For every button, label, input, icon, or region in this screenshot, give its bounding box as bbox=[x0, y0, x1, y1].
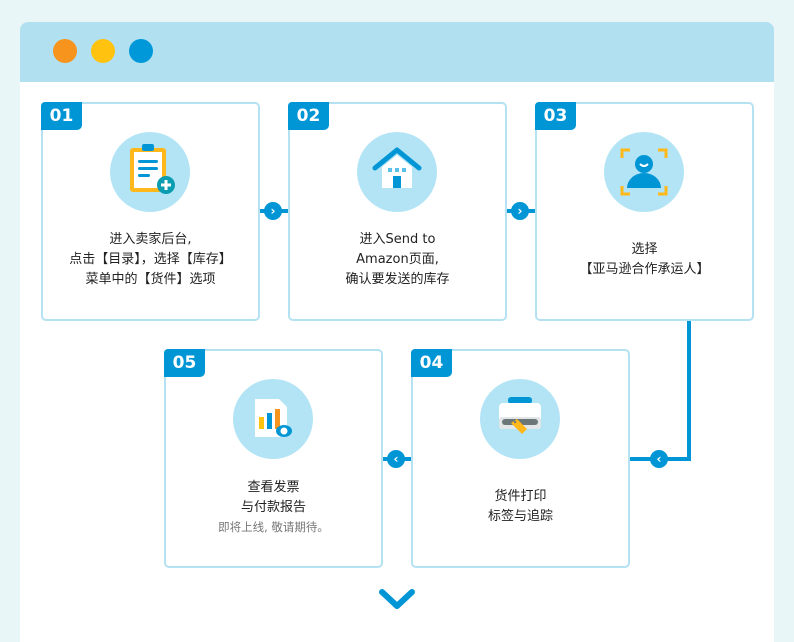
clipboard-add-icon bbox=[110, 132, 190, 212]
window-dot-blue[interactable] bbox=[129, 39, 153, 63]
step-text-line: 标签与追踪 bbox=[487, 509, 553, 524]
step-text-line: 货件打印 bbox=[494, 489, 547, 504]
step-badge: 05 bbox=[164, 349, 205, 377]
step-description: 进入卖家后台, 点击【目录】，选择【库存】 菜单中的【货件】选项 bbox=[43, 218, 258, 302]
step-text-line: 与付款报告 bbox=[240, 500, 306, 515]
step-badge: 02 bbox=[288, 102, 329, 130]
step-text-line: 菜单中的【货件】选项 bbox=[85, 272, 216, 287]
step-badge: 04 bbox=[411, 349, 452, 377]
step-text-line: 选择 bbox=[631, 242, 658, 257]
step-badge: 03 bbox=[535, 102, 576, 130]
step-text-line: 进入卖家后台, bbox=[109, 232, 192, 247]
user-scan-icon bbox=[604, 132, 684, 212]
step-description: 查看发票 与付款报告 即将上线, 敬请期待。 bbox=[166, 465, 381, 549]
step-card-02: 02 进入Send to Amazon页面, 确认要发送的库存 bbox=[288, 102, 507, 321]
chevron-left-icon: ‹ bbox=[650, 450, 668, 468]
step-text-line: 确认要发送的库存 bbox=[345, 272, 450, 287]
chevron-left-icon: ‹ bbox=[387, 450, 405, 468]
step-text-line: 进入Send to bbox=[359, 232, 436, 247]
window-dot-yellow[interactable] bbox=[91, 39, 115, 63]
step-text-line: 查看发票 bbox=[247, 480, 300, 495]
step-card-03: 03 选择 【亚马逊合作承运人】 bbox=[535, 102, 754, 321]
step-description: 进入Send to Amazon页面, 确认要发送的库存 bbox=[290, 218, 505, 302]
title-bar bbox=[20, 22, 774, 82]
step-text-line: 【亚马逊合作承运人】 bbox=[579, 262, 710, 277]
step-description: 选择 【亚马逊合作承运人】 bbox=[537, 218, 752, 302]
coming-soon-note: 即将上线, 敬请期待。 bbox=[218, 520, 329, 534]
step-description: 货件打印 标签与追踪 bbox=[413, 465, 628, 549]
chevron-right-icon: › bbox=[511, 202, 529, 220]
chevron-right-icon: › bbox=[264, 202, 282, 220]
step-card-05: 05 查看发票 与付款报告 即将上线, 敬请期待。 bbox=[164, 349, 383, 568]
printer-label-icon bbox=[480, 379, 560, 459]
window-dot-orange[interactable] bbox=[53, 39, 77, 63]
step-card-04: 04 货件打印 标签与追踪 bbox=[411, 349, 630, 568]
step-card-01: 01 进入卖家后台, 点击【目录】，选择【库存】 菜单中的【货件】选项 bbox=[41, 102, 260, 321]
report-view-icon bbox=[233, 379, 313, 459]
connector-line bbox=[687, 320, 691, 461]
step-badge: 01 bbox=[41, 102, 82, 130]
step-text-line: 点击【目录】，选择【库存】 bbox=[69, 252, 232, 267]
step-text-line: Amazon页面, bbox=[356, 252, 439, 267]
chevron-down-icon[interactable] bbox=[378, 588, 416, 612]
house-icon bbox=[357, 132, 437, 212]
